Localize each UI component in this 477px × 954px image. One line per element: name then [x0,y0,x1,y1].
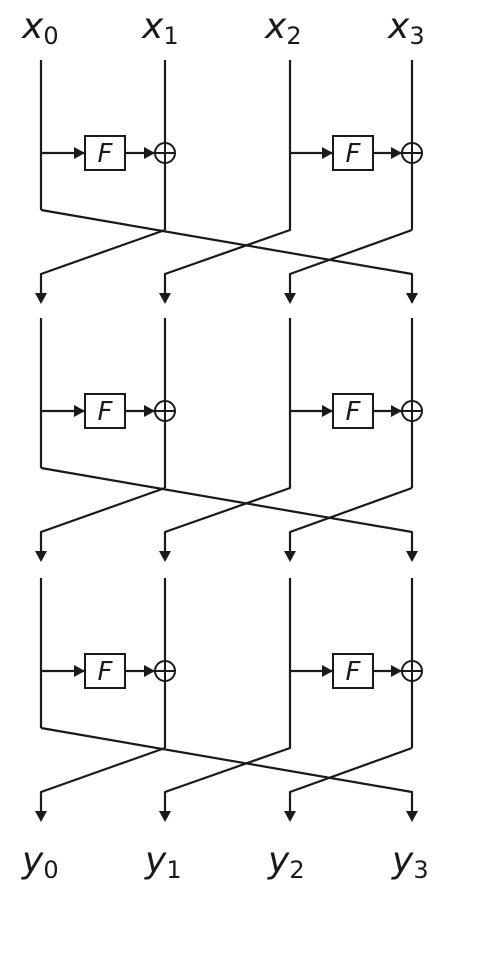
arrow-down-c1-r2 [159,551,171,562]
xor-icon-r2-p1 [154,400,176,422]
wire-cross-2-to-1-r2 [163,468,292,551]
arrow-to-f-r1-p2 [322,147,333,159]
feistel-rounds: F F F F F F [35,60,423,822]
f-box-rect-r3-p2 [332,653,374,689]
input-label-x1: x1 [141,6,179,50]
wire-cross-3-to-2-r3 [288,746,413,811]
arrow-down-c2-r2 [284,551,296,562]
wire-cross-2-to-1-r3 [163,728,292,811]
output-label-y1: y1 [144,840,182,884]
input-label-x2: x2 [264,6,302,50]
arrow-down-c3-r2 [406,551,418,562]
arrow-down-c3-r3 [406,811,418,822]
output-label-y0: y0 [21,840,59,884]
wire-cross-3-to-2-r1 [288,228,413,293]
wire-cross-1-to-0-r3 [39,746,166,811]
arrow-down-c0-r2 [35,551,47,562]
arrow-to-f-r1-p1 [74,147,85,159]
f-function-box-r3-p2: F [332,653,374,689]
output-label-y2: y2 [267,840,305,884]
arrow-down-c2-r3 [284,811,296,822]
wire-cross-1-to-0-r1 [39,228,166,293]
xor-icon-r2-p2 [401,400,423,422]
f-function-box-r1-p2: F [332,135,374,171]
arrow-to-xor-r3-p1 [144,665,155,677]
output-label-y3: y3 [391,840,429,884]
f-box-label-r3-p2: F [346,657,362,687]
arrow-to-f-r3-p2 [322,665,333,677]
input-label-x3: x3 [387,6,425,50]
f-box-rect-r3-p1 [84,653,126,689]
f-box-label-r3-p1: F [98,657,114,687]
arrow-down-c1-r3 [159,811,171,822]
f-function-box-r2-p1: F [84,393,126,429]
arrow-to-xor-r3-p2 [391,665,402,677]
f-function-box-r2-p2: F [332,393,374,429]
wire-cross-1-to-0-r2 [39,486,166,551]
arrow-down-c0-r3 [35,811,47,822]
f-box-rect-r1-p1 [84,135,126,171]
arrow-to-f-r2-p2 [322,405,333,417]
f-box-label-r1-p2: F [346,139,362,169]
arrow-to-xor-r2-p2 [391,405,402,417]
arrow-down-c0-r1 [35,293,47,304]
arrow-to-xor-r1-p1 [144,147,155,159]
input-label-x0: x0 [21,6,59,50]
xor-icon-r3-p1 [154,660,176,682]
arrow-down-c2-r1 [284,293,296,304]
arrow-down-c3-r1 [406,293,418,304]
arrow-to-f-r3-p1 [74,665,85,677]
f-function-box-r1-p1: F [84,135,126,171]
wire-cross-3-to-2-r2 [288,486,413,551]
wire-cross-2-to-1-r1 [163,210,292,293]
arrow-to-xor-r2-p1 [144,405,155,417]
wire-cross-0-to-3-r2 [40,466,414,551]
xor-icon-r3-p2 [401,660,423,682]
wire-cross-0-to-3-r3 [40,726,414,811]
f-box-label-r2-p2: F [346,397,362,427]
f-box-rect-r2-p2 [332,393,374,429]
arrow-to-f-r2-p1 [74,405,85,417]
f-box-label-r2-p1: F [98,397,114,427]
xor-icon-r1-p1 [154,142,176,164]
f-box-label-r1-p1: F [98,139,114,169]
f-function-box-r3-p1: F [84,653,126,689]
arrow-to-xor-r1-p2 [391,147,402,159]
xor-icon-r1-p2 [401,142,423,164]
wire-cross-0-to-3-r1 [40,208,414,293]
arrow-down-c1-r1 [159,293,171,304]
